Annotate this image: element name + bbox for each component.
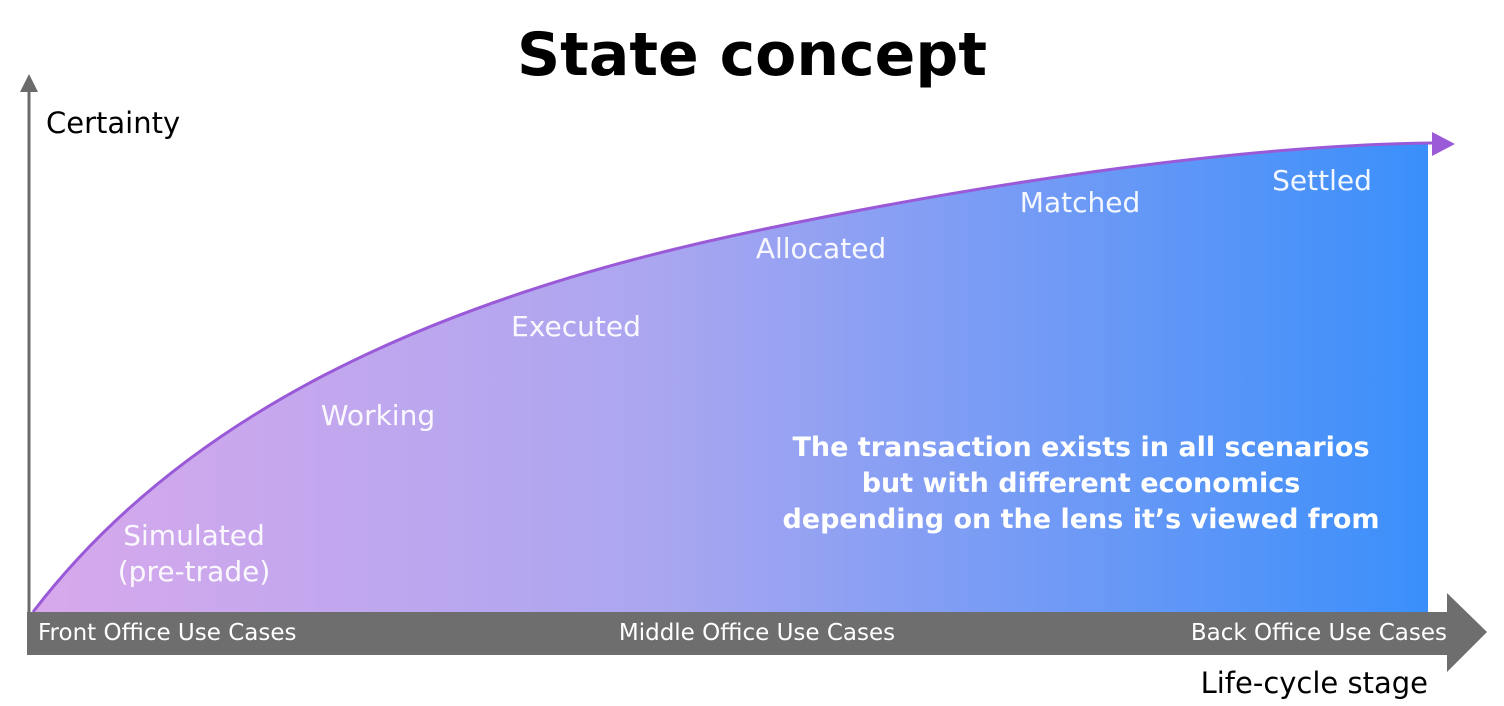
lifecycle-band-arrow	[27, 593, 1487, 672]
note-line: but with different economics	[862, 468, 1301, 499]
certainty-curve	[31, 141, 1433, 613]
stage-executed: Executed	[511, 310, 641, 343]
note-line: The transaction exists in all scenarios	[792, 432, 1369, 463]
stage-allocated: Allocated	[756, 232, 886, 265]
stage-working: Working	[321, 399, 435, 432]
band-label-middle-office: Middle Office Use Cases	[619, 620, 895, 646]
curve-arrowhead-icon	[1432, 132, 1455, 156]
stage-settled: Settled	[1272, 164, 1372, 197]
stage-simulated: Simulated (pre-trade)	[118, 519, 271, 588]
certainty-area	[33, 143, 1428, 612]
y-axis-arrowhead-icon	[20, 74, 38, 92]
note-line: depending on the lens it’s viewed from	[782, 504, 1379, 535]
band-label-back-office: Back Office Use Cases	[1191, 620, 1447, 646]
y-axis-label: Certainty	[46, 106, 180, 140]
stage-label-line: (pre-trade)	[118, 555, 271, 588]
band-label-front-office: Front Office Use Cases	[38, 620, 296, 646]
transaction-note: The transaction exists in all scenarios …	[782, 432, 1379, 535]
diagram-title: State concept	[517, 20, 987, 90]
x-axis-label: Life-cycle stage	[1201, 666, 1428, 700]
stage-matched: Matched	[1020, 186, 1140, 219]
stage-label-line: Simulated	[123, 519, 265, 552]
